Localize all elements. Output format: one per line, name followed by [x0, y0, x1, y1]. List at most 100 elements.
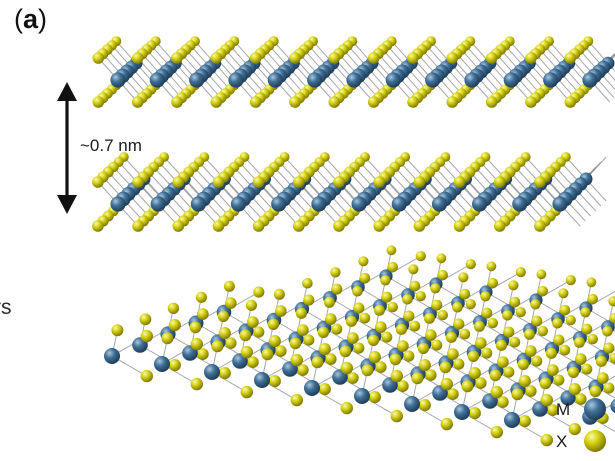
chalcogen-atom — [436, 253, 447, 264]
metal-atom — [346, 72, 362, 88]
chalcogen-atom — [253, 286, 265, 298]
chalcogen-atom — [361, 364, 374, 377]
bond — [485, 271, 522, 293]
chalcogen-atom — [396, 380, 409, 392]
chalcogen-atom — [359, 312, 371, 324]
chalcogen-atom — [518, 415, 531, 428]
chalcogen-atom — [218, 367, 231, 380]
chalcogen-atom — [480, 291, 491, 302]
chalcogen-atom — [509, 296, 521, 308]
metal-atom — [351, 196, 367, 212]
chalcogen-atom — [423, 312, 435, 324]
chalcogen-atom — [536, 269, 547, 280]
chalcogen-atom — [217, 310, 230, 322]
chalcogen-atom — [409, 320, 421, 332]
chalcogen-atom — [490, 385, 503, 399]
chalcogen-atom — [445, 331, 457, 343]
legend-label-chalcogen: X — [556, 432, 568, 451]
chalcogen-atom — [559, 304, 571, 316]
chalcogen-atom — [295, 307, 307, 319]
top-layer — [92, 36, 615, 108]
chalcogen-atom — [503, 326, 515, 338]
chalcogen-atom — [468, 407, 481, 420]
chalcogen-atom — [246, 356, 259, 368]
chalcogen-atom — [246, 316, 259, 328]
chalcogen-atom — [290, 353, 303, 367]
chalcogen-atom — [493, 220, 506, 232]
chalcogen-atom — [290, 393, 303, 407]
chalcogen-atom — [437, 269, 448, 281]
chalcogen-atom — [353, 342, 365, 354]
chalcogen-atom — [431, 339, 443, 351]
chalcogen-atom — [359, 272, 371, 284]
chalcogen-atom — [373, 176, 386, 188]
chalcogen-atom — [289, 337, 302, 350]
chalcogen-atom — [223, 280, 235, 292]
metal-atom — [582, 72, 598, 88]
chalcogen-atom — [496, 396, 509, 408]
chalcogen-atom — [387, 261, 398, 273]
chalcogen-atom — [381, 291, 393, 303]
chalcogen-atom — [487, 317, 498, 329]
bond — [535, 299, 572, 321]
chalcogen-atom — [540, 433, 553, 447]
chalcogen-atom — [352, 286, 363, 297]
chalcogen-atom — [296, 324, 309, 336]
chalcogen-atom — [368, 351, 381, 364]
metal-atom — [454, 404, 470, 420]
chalcogen-atom — [493, 176, 506, 188]
chalcogen-atom — [381, 331, 393, 343]
chalcogen-atom — [539, 377, 552, 390]
chalcogen-atom — [390, 369, 403, 383]
chalcogen-atom — [358, 256, 369, 267]
chalcogen-atom — [515, 307, 526, 318]
chalcogen-atom — [485, 52, 498, 64]
chalcogen-atom — [189, 321, 202, 334]
metal-atom — [150, 196, 166, 212]
chalcogen-atom — [587, 333, 598, 345]
chalcogen-atom — [325, 353, 337, 365]
chalcogen-atom — [211, 340, 224, 353]
bond — [435, 283, 472, 305]
chalcogen-atom — [331, 323, 343, 335]
metal-atom-icon — [584, 398, 606, 420]
chalcogen-atom — [595, 355, 608, 367]
chalcogen-atom — [407, 52, 419, 64]
metal-atom — [311, 196, 327, 212]
metal-atom — [503, 72, 519, 88]
bond — [385, 255, 422, 277]
chalcogen-atom — [473, 320, 485, 332]
chalcogen-atom — [253, 326, 265, 338]
chalcogen-atom — [353, 302, 365, 314]
metal-atom — [610, 399, 615, 413]
chalcogen-atom — [240, 385, 253, 399]
chalcogen-atom — [402, 294, 413, 305]
chalcogen-atom — [489, 369, 502, 382]
chalcogen-atom — [481, 307, 493, 319]
chalcogen-atom — [293, 176, 305, 188]
chalcogen-atom — [196, 348, 209, 360]
chalcogen-atom — [387, 301, 398, 313]
chalcogen-atom — [446, 96, 459, 108]
chalcogen-atom — [340, 401, 353, 415]
bond — [385, 275, 422, 297]
chalcogen-atom — [171, 52, 183, 64]
chalcogen-atom — [139, 313, 152, 326]
metal-atom — [190, 196, 206, 212]
chalcogen-atom — [518, 375, 531, 388]
chalcogen-atom — [225, 337, 237, 349]
legend-item-metal: M — [548, 396, 612, 424]
chalcogen-atom — [461, 380, 474, 393]
metal-atom — [385, 72, 401, 88]
chalcogen-atom — [225, 297, 237, 309]
chalcogen-atom — [459, 288, 471, 300]
chalcogen-atom — [446, 52, 459, 64]
chalcogen-atom — [413, 176, 426, 188]
chalcogen-atom — [367, 334, 380, 346]
chalcogen-atom — [395, 323, 407, 335]
chalcogen-atom — [303, 294, 315, 306]
chalcogen-atom — [140, 329, 153, 343]
chalcogen-atom — [275, 305, 287, 317]
chalcogen-atom — [511, 388, 524, 401]
